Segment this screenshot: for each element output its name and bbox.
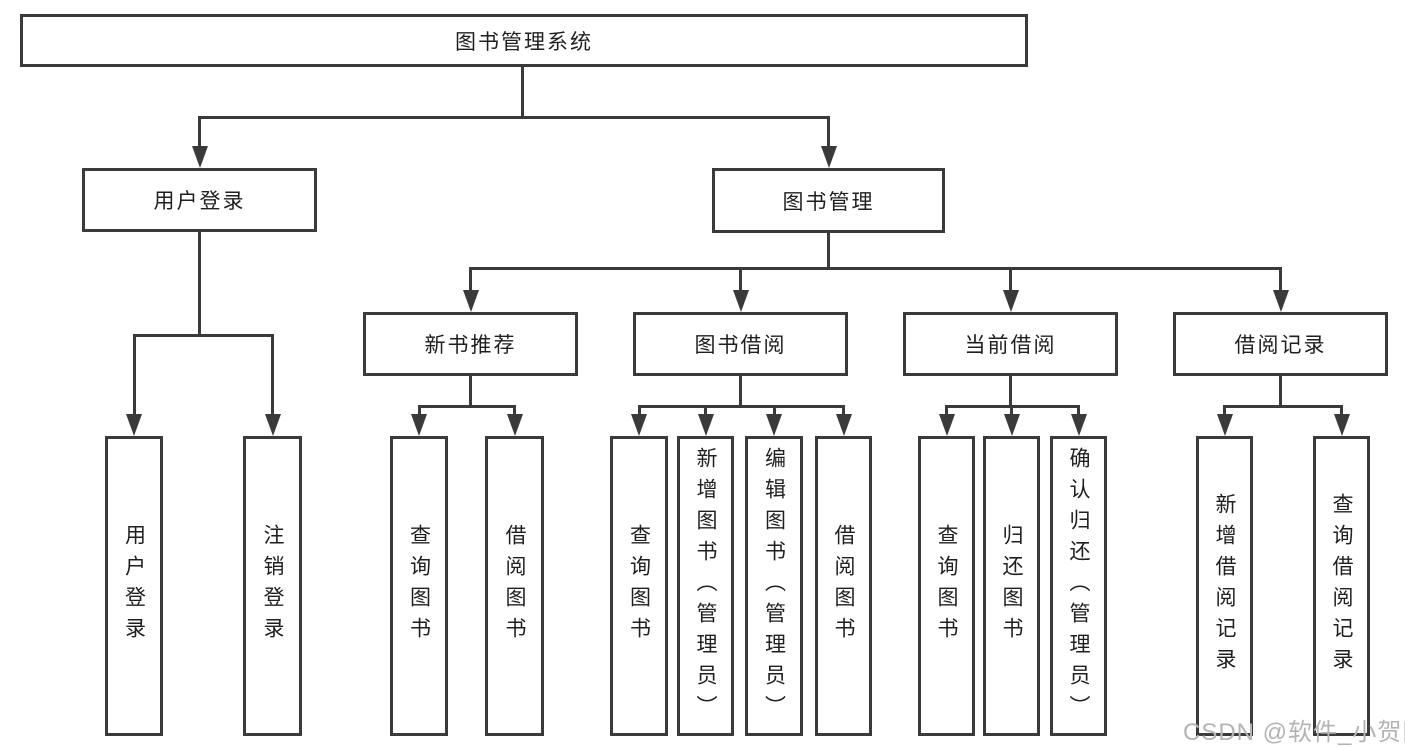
arrowhead-borrowing-icon [732,290,749,312]
connector-leaf-confirm-drop [1077,405,1080,416]
leaf-query-books-recommend: 查询图书 [390,436,448,736]
leaf-add-book-admin: 新增图书（管理员） [677,436,734,736]
arrowhead-records-icon [1272,290,1289,312]
node-book-management-label: 图书管理 [782,190,875,214]
node-book-borrowing-label: 图书借阅 [694,334,787,357]
connector-book-mgmt-drop [827,116,830,148]
connector-borrowing-rail [637,405,845,408]
leaf-borrow-books-borrowing-label: 借阅图书 [832,524,855,648]
csdn-watermark: CSDN @软件_小贺同学 [1183,719,1405,746]
arrowhead-leaf-borrow2-icon [835,414,852,436]
node-borrow-records-label: 借阅记录 [1234,334,1327,357]
arrowhead-leaf-logout-icon [264,414,281,436]
connector-leaf-query2-drop [637,405,641,416]
node-library-system-label: 图书管理系统 [455,30,593,54]
connector-leaf-return-drop [1010,405,1013,416]
node-book-management: 图书管理 [712,168,945,233]
connector-leaf-borrow1-drop [513,405,516,416]
leaf-logout-label: 注销登录 [261,524,284,648]
connector-leaf-editbook-drop [772,405,776,416]
connector-recommend-stem [469,376,472,408]
connector-leaf-query3-drop [945,405,948,416]
arrowhead-leaf-return-icon [1003,414,1020,436]
arrowhead-current-icon [1002,290,1019,312]
arrowhead-leaf-addrecord-icon [1216,414,1233,436]
leaf-add-book-admin-label: 新增图书（管理员） [694,446,717,726]
connector-leaf-queryrecord-drop [1340,405,1343,416]
connector-root-stem [521,65,524,118]
leaf-edit-book-admin-label: 编辑图书（管理员） [762,446,786,726]
connector-borrowing-stem [739,376,742,408]
node-current-borrowing: 当前借阅 [903,312,1118,376]
connector-records-stem [1279,376,1282,408]
node-new-book-recommend-label: 新书推荐 [424,334,517,357]
connector-level3-rail [469,266,1282,270]
leaf-query-books-current-label: 查询图书 [935,524,958,648]
leaf-borrow-books-recommend-label: 借阅图书 [503,524,526,648]
leaf-borrow-books-borrowing: 借阅图书 [815,436,872,736]
leaf-add-borrow-record-label: 新增借阅记录 [1213,493,1236,679]
node-new-book-recommend: 新书推荐 [363,312,578,376]
leaf-logout: 注销登录 [243,436,302,736]
connector-book-mgmt-stem [827,233,830,269]
leaf-add-borrow-record: 新增借阅记录 [1196,436,1253,736]
arrowhead-leaf-query1-icon [411,414,427,436]
leaf-query-books-borrowing: 查询图书 [610,436,668,736]
connector-leaf-query1-drop [417,405,421,416]
connector-leaf-logout-drop [271,334,274,416]
connector-leaf-addrecord-drop [1223,405,1226,416]
leaf-confirm-return-admin: 确认归还（管理员） [1050,436,1107,736]
connector-level2-rail [198,116,830,119]
node-user-login: 用户登录 [82,168,317,232]
arrowhead-leaf-queryrecord-icon [1333,414,1350,436]
leaf-return-book-label: 归还图书 [1000,524,1023,648]
leaf-user-login-label: 用户登录 [122,524,146,648]
leaf-user-login: 用户登录 [105,436,163,736]
leaf-query-borrow-record: 查询借阅记录 [1313,436,1370,736]
arrowhead-recommend-icon [462,290,479,312]
node-current-borrowing-label: 当前借阅 [964,334,1057,357]
connector-records-rail [1223,405,1343,408]
connector-current-stem [1009,376,1012,408]
connector-borrowing-drop [739,266,742,293]
arrowhead-leaf-editbook-icon [766,414,782,436]
arrowhead-user-login-icon [191,146,208,168]
connector-user-login-rail [132,334,274,337]
arrowhead-leaf-borrow1-icon [506,414,523,436]
leaf-query-books-recommend-label: 查询图书 [407,524,431,648]
arrowhead-leaf-addbook-icon [697,414,714,436]
arrowhead-leaf-query2-icon [631,414,647,436]
connector-records-drop [1279,266,1282,293]
node-library-system: 图书管理系统 [20,14,1028,67]
leaf-edit-book-admin: 编辑图书（管理员） [745,436,803,736]
arrowhead-leaf-query3-icon [938,414,955,436]
connector-current-drop [1009,266,1012,293]
connector-leaf-login-drop [132,334,136,416]
leaf-confirm-return-admin-label: 确认归还（管理员） [1067,446,1090,726]
connector-recommend-drop [469,266,472,293]
arrowhead-book-mgmt-icon [820,146,837,168]
arrowhead-leaf-login-icon [126,414,142,436]
leaf-query-books-borrowing-label: 查询图书 [627,524,651,648]
connector-leaf-addbook-drop [704,405,707,416]
connector-user-login-drop [198,116,201,148]
leaf-borrow-books-recommend: 借阅图书 [485,436,544,736]
node-book-borrowing: 图书借阅 [633,312,848,376]
connector-leaf-borrow2-drop [842,405,845,416]
connector-recommend-rail [417,405,516,408]
node-borrow-records: 借阅记录 [1173,312,1388,376]
arrowhead-leaf-confirm-icon [1070,414,1087,436]
leaf-query-borrow-record-label: 查询借阅记录 [1330,493,1353,679]
node-user-login-label: 用户登录 [153,190,246,213]
connector-user-login-stem [198,232,201,337]
leaf-return-book: 归还图书 [983,436,1040,736]
leaf-query-books-current: 查询图书 [918,436,975,736]
